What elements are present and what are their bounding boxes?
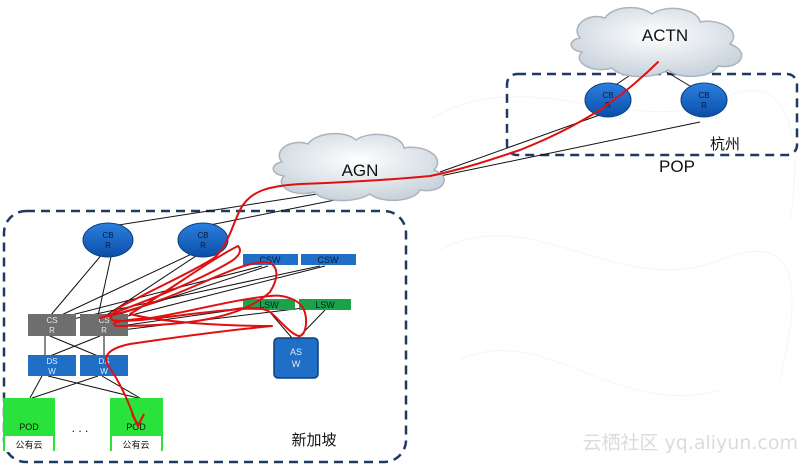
- asw-switch[interactable]: AS W: [273, 337, 319, 379]
- pop-city-label: 杭州: [710, 135, 740, 153]
- dsw-switch-2[interactable]: DS W: [80, 355, 128, 376]
- actn-cloud: ACTN: [570, 6, 743, 78]
- sg-cbr-2-line1: CB: [197, 231, 208, 240]
- pop-region-box: [505, 72, 799, 157]
- pod-2-title: POD: [126, 422, 146, 432]
- actn-cloud-label: ACTN: [642, 26, 688, 45]
- csr-router-1-line1: CS: [46, 316, 57, 325]
- pop-router-1[interactable]: CB R: [584, 82, 632, 118]
- pod-2[interactable]: POD 公有云: [110, 398, 163, 452]
- dsw-switch-1[interactable]: DS W: [28, 355, 76, 376]
- pop-router-1-line2: R: [605, 101, 611, 110]
- pod-1-title: POD: [19, 422, 39, 432]
- sg-cbr-2-line2: R: [200, 241, 206, 250]
- traffic-arrowhead: [131, 413, 145, 429]
- csw-switch-1-label: CSW: [260, 255, 282, 265]
- traffic-path: [99, 61, 659, 425]
- csr-router-2[interactable]: CS R: [80, 314, 128, 336]
- asw-switch-line2: W: [292, 359, 301, 369]
- sg-cbr-1[interactable]: CB R: [82, 222, 134, 258]
- dsw-switch-2-line1: DS: [98, 357, 109, 366]
- dsw-switch-1-line2: W: [48, 367, 56, 376]
- csr-router-1[interactable]: CS R: [28, 314, 76, 336]
- agn-cloud: AGN: [272, 132, 445, 202]
- csr-router-2-line2: R: [101, 326, 107, 335]
- dsw-switch-2-line2: W: [100, 367, 108, 376]
- sg-cbr-1-line2: R: [105, 241, 111, 250]
- pop-router-2-line1: CB: [698, 91, 709, 100]
- singapore-region-box: [2, 209, 408, 464]
- csw-switch-2-label: CSW: [318, 255, 340, 265]
- lsw-switch-2[interactable]: LSW: [299, 299, 351, 310]
- dsw-switch-1-line1: DS: [46, 357, 57, 366]
- csr-router-2-line1: CS: [98, 316, 109, 325]
- singapore-region-label: 新加坡: [291, 431, 336, 449]
- pop-router-2[interactable]: CB R: [680, 82, 728, 118]
- pop-type-label: POP: [659, 157, 695, 176]
- asw-switch-line1: AS: [290, 347, 302, 357]
- csr-router-1-line2: R: [49, 326, 55, 335]
- pop-router-2-line2: R: [701, 101, 707, 110]
- pop-router-1-line1: CB: [602, 91, 613, 100]
- agn-cloud-label: AGN: [342, 161, 379, 180]
- lsw-switch-1[interactable]: LSW: [243, 299, 295, 310]
- csw-switch-2[interactable]: CSW: [301, 254, 356, 265]
- lsw-switch-1-label: LSW: [259, 300, 279, 310]
- sg-cbr-1-line1: CB: [102, 231, 113, 240]
- pod-1[interactable]: POD 公有云: [3, 398, 55, 452]
- watermark-text: 云栖社区 yq.aliyun.com: [582, 432, 798, 454]
- lsw-switch-2-label: LSW: [315, 300, 335, 310]
- pod-2-caption: 公有云: [122, 439, 149, 451]
- pod-ellipsis: . . .: [72, 421, 89, 435]
- pod-1-caption: 公有云: [15, 439, 42, 451]
- csw-switch-1[interactable]: CSW: [243, 254, 298, 265]
